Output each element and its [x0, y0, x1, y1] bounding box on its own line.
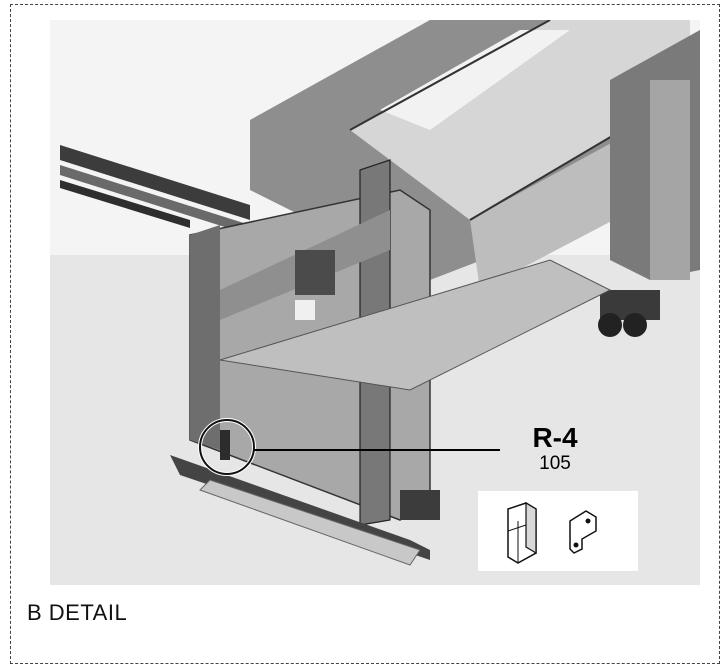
detail-circle-highlight — [198, 418, 256, 476]
rail-assembly — [60, 145, 250, 235]
plate-part-icon — [569, 510, 597, 554]
detail-caption: B DETAIL — [27, 600, 128, 625]
part-reference-callout: R-4 105 — [515, 423, 595, 475]
caster-wheels — [598, 290, 660, 337]
parts-preview-box — [478, 491, 638, 571]
lower-frame — [170, 159, 612, 566]
part-quantity: 105 — [539, 453, 571, 474]
machine-illustration — [50, 20, 700, 585]
bracket-part-icon — [507, 501, 537, 564]
part-code: R-4 — [532, 422, 578, 453]
